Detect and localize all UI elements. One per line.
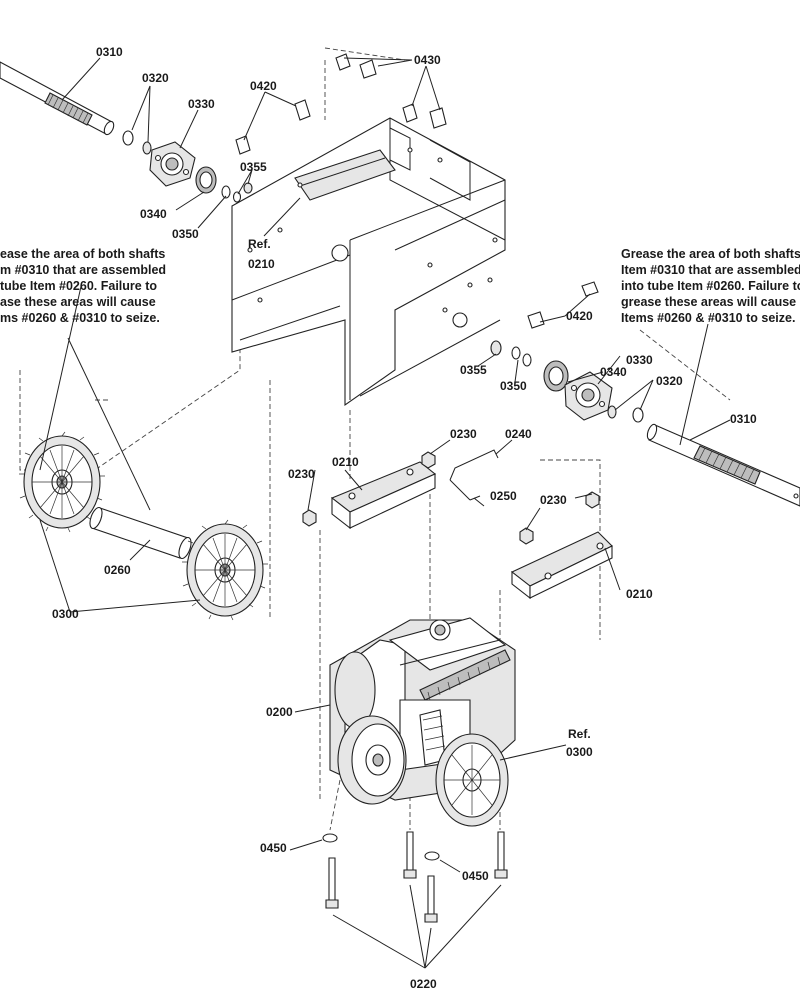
label-wheel-pair: 0300 [52,607,79,621]
label-spacer-left: 0350 [172,227,199,241]
label-nut-a: 0230 [288,467,315,481]
right-spacer [522,353,532,367]
label-clip: 0250 [490,489,517,503]
housing-screws [235,99,599,329]
label-bracket-b: 0210 [626,587,653,601]
note-left-line-5: ms #0260 & #0310 to seize. [0,311,160,325]
left-spacer [221,185,231,199]
label-rod: 0240 [505,427,532,441]
right-ring [490,340,502,356]
left-shaft-assembly [0,61,253,203]
hex-nuts [302,451,600,545]
label-washer-left: 0320 [142,71,169,85]
label-bolts: 0220 [410,977,437,991]
label-pins-top: 0430 [414,53,441,67]
note-left-line-3: tube Item #0260. Failure to [0,279,157,293]
bracket-left [330,461,437,530]
note-left-line-1: ease the area of both shafts [0,247,165,261]
label-spacer-right: 0350 [500,379,527,393]
leader-lines [39,57,731,969]
left-ring [243,182,253,194]
label-gearbox: 0200 [266,705,293,719]
label-shaft-left: 0310 [96,45,123,59]
left-washer [122,130,134,146]
gearbox [329,617,516,827]
label-flange-right: 0330 [626,353,653,367]
label-housing-ref-num: 0210 [248,257,275,271]
grease-note-right: Grease the area of both shafts Item #031… [621,247,800,325]
right-flange [564,371,613,421]
note-right-line-4: grease these areas will cause [621,295,796,309]
note-left-line-2: m #0310 that are assembled [0,263,166,277]
part-labels: 0310 0320 0330 0420 0355 0340 0350 Ref. … [52,45,757,991]
gearbox-wheel [435,733,509,827]
label-ring-right: 0355 [460,363,487,377]
label-housing-ref: Ref. [248,237,271,251]
main-housing [231,117,506,407]
right-washer [632,407,644,423]
washer-bottom-left [322,833,338,843]
right-bearing [543,360,569,392]
left-wheel [19,431,105,533]
label-washer-bottom-left: 0450 [260,841,287,855]
label-bracket-a: 0210 [332,455,359,469]
grease-note-left: ease the area of both shafts m #0310 tha… [0,247,166,325]
label-nut-b: 0230 [450,427,477,441]
tube [89,506,192,560]
label-tube: 0260 [104,563,131,577]
bracket-right [510,531,613,600]
note-right-line-5: Items #0260 & #0310 to seize. [621,311,795,325]
note-right-line-2: Item #0310 that are assembled [621,263,800,277]
note-left-line-4: ase these areas will cause [0,295,156,309]
note-right-line-3: into tube Item #0260. Failure to [621,279,800,293]
drive-pulley [337,715,407,805]
left-bearing [195,166,217,194]
label-bearing-right: 0340 [600,365,627,379]
label-bearing-left: 0340 [140,207,167,221]
bottom-hardware [322,831,508,923]
label-wheel-ref: Ref. [568,727,591,741]
left-flange [149,141,196,187]
label-shaft-right: 0310 [730,412,757,426]
label-screw-upper: 0420 [250,79,277,93]
label-flange-left: 0330 [188,97,215,111]
label-screw-right: 0420 [566,309,593,323]
label-washer-right: 0320 [656,374,683,388]
right-shaft-assembly [490,340,800,507]
label-wheel-ref-num: 0300 [566,745,593,759]
label-nut-c: 0230 [540,493,567,507]
label-washer-bottom-right: 0450 [462,869,489,883]
right-side-wheel [182,519,268,621]
right-shaft-knurl [693,445,761,485]
label-ring-left: 0355 [240,160,267,174]
washer-bottom-right [424,851,440,861]
note-right-line-1: Grease the area of both shafts [621,247,800,261]
